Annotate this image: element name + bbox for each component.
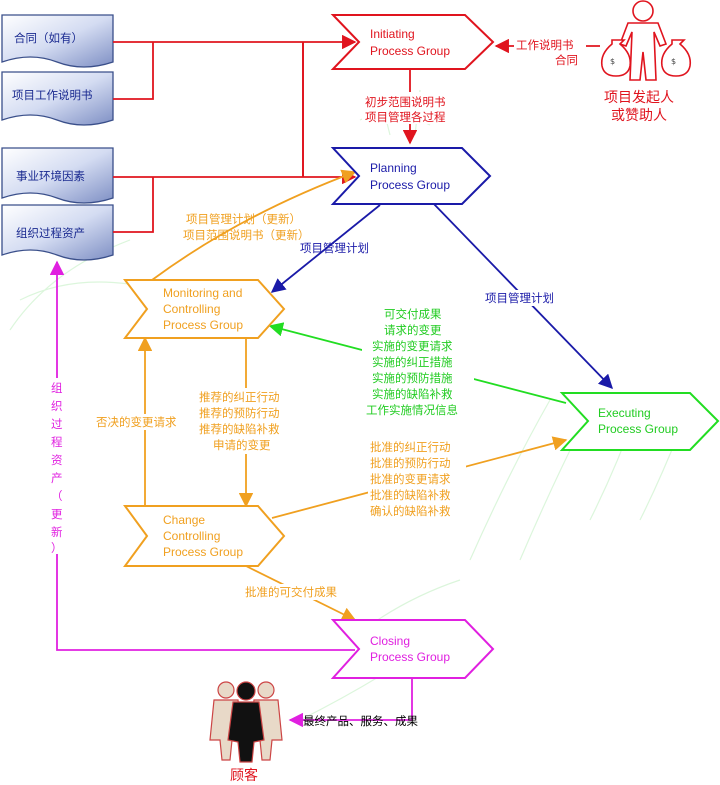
- svg-text:项目管理计划: 项目管理计划: [300, 241, 369, 255]
- doc-opa: 组织过程资产: [1, 204, 114, 261]
- label-planning-to-executing: 项目管理计划: [482, 290, 566, 306]
- svg-text:申请的变更: 申请的变更: [213, 438, 271, 452]
- executing-process-group: Executing Process Group: [559, 392, 720, 451]
- svg-text:工作实施情况信息: 工作实施情况信息: [366, 403, 458, 417]
- label-initiating-to-planning: 初步范围说明书 项目管理各过程: [362, 92, 462, 124]
- monitoring-process-group: Monitoring and Controlling Process Group: [122, 279, 286, 339]
- executing-title: Executing: [598, 406, 651, 420]
- change-process-group: Change Controlling Process Group: [123, 505, 286, 567]
- initiating-subtitle: Process Group: [370, 44, 450, 58]
- closing-title: Closing: [370, 634, 410, 648]
- svg-text:最终产品、服务、成果: 最终产品、服务、成果: [303, 714, 418, 728]
- change-title-3: Process Group: [163, 545, 243, 559]
- svg-text:批准的可交付成果: 批准的可交付成果: [245, 585, 337, 599]
- label-planning-to-monitoring: 项目管理计划: [300, 241, 369, 255]
- sponsor-icon: [600, 0, 692, 81]
- doc-eef-label: 事业环境因素: [16, 169, 85, 183]
- label-monitoring-to-change: 推荐的纠正行动 推荐的预防行动 推荐的缺陷补救 申请的变更: [196, 388, 296, 454]
- change-title-1: Change: [163, 513, 205, 527]
- sponsor-label-1: 项目发起人: [604, 90, 674, 106]
- doc-opa-label: 组织过程资产: [16, 226, 85, 240]
- money-bag-left-symbol: $: [610, 57, 615, 66]
- initiating-process-group: Initiating Process Group: [330, 14, 495, 70]
- svg-text:（: （: [51, 489, 63, 503]
- sponsor-label-2: 或赞助人: [611, 108, 667, 124]
- label-sponsor-to-initiating: 工作说明书 合同: [514, 35, 586, 67]
- svg-text:批准的预防行动: 批准的预防行动: [370, 456, 451, 470]
- svg-text:项目管理计划: 项目管理计划: [485, 291, 554, 305]
- svg-text:合同: 合同: [555, 53, 578, 67]
- monitoring-title-1: Monitoring and: [163, 286, 242, 300]
- svg-text:初步范围说明书: 初步范围说明书: [365, 95, 446, 109]
- svg-text:资: 资: [51, 453, 63, 467]
- doc-contract-label: 合同（如有）: [14, 31, 83, 45]
- doc-contract: 合同（如有）: [1, 14, 114, 68]
- input-connectors: [113, 34, 600, 233]
- label-change-to-closing: 批准的可交付成果: [242, 584, 354, 600]
- svg-text:项目管理各过程: 项目管理各过程: [365, 110, 446, 124]
- label-change-to-executing: 批准的纠正行动 批准的预防行动 批准的变更请求 批准的缺陷补救 确认的缺陷补救: [368, 438, 466, 520]
- svg-text:更: 更: [51, 507, 63, 521]
- svg-text:实施的纠正措施: 实施的纠正措施: [372, 355, 453, 369]
- initiating-title: Initiating: [370, 27, 415, 41]
- svg-text:请求的变更: 请求的变更: [384, 323, 442, 337]
- svg-text:项目范围说明书（更新）: 项目范围说明书（更新）: [183, 228, 310, 242]
- svg-text:项目管理计划（更新）: 项目管理计划（更新）: [186, 212, 301, 226]
- svg-text:程: 程: [51, 435, 63, 449]
- svg-text:织: 织: [51, 399, 63, 413]
- svg-text:工作说明书: 工作说明书: [516, 38, 574, 52]
- svg-text:实施的预防措施: 实施的预防措施: [372, 371, 453, 385]
- doc-sow: 项目工作说明书: [1, 71, 114, 126]
- label-executing-to-monitoring: 可交付成果 请求的变更 实施的变更请求 实施的纠正措施 实施的预防措施 实施的缺…: [362, 305, 474, 421]
- svg-text:实施的变更请求: 实施的变更请求: [372, 339, 453, 353]
- label-closing-to-customer: 最终产品、服务、成果: [303, 714, 418, 728]
- customer-icon: [209, 681, 283, 763]
- planning-process-group: Planning Process Group: [330, 147, 492, 205]
- executing-subtitle: Process Group: [598, 422, 678, 436]
- change-title-2: Controlling: [163, 529, 220, 543]
- svg-text:组: 组: [51, 381, 63, 395]
- svg-text:新: 新: [51, 525, 63, 539]
- svg-text:可交付成果: 可交付成果: [384, 307, 442, 321]
- money-bag-right-symbol: $: [671, 57, 676, 66]
- svg-text:推荐的纠正行动: 推荐的纠正行动: [199, 390, 280, 404]
- doc-eef: 事业环境因素: [1, 147, 114, 204]
- svg-text:批准的变更请求: 批准的变更请求: [370, 472, 451, 486]
- svg-text:推荐的缺陷补救: 推荐的缺陷补救: [199, 422, 280, 436]
- svg-text:产: 产: [51, 471, 63, 485]
- doc-sow-label: 项目工作说明书: [12, 88, 93, 102]
- monitoring-title-2: Controlling: [163, 302, 220, 316]
- customer-label: 顾客: [230, 767, 258, 784]
- svg-text:推荐的预防行动: 推荐的预防行动: [199, 406, 280, 420]
- svg-text:实施的缺陷补救: 实施的缺陷补救: [372, 387, 453, 401]
- planning-subtitle: Process Group: [370, 178, 450, 192]
- svg-text:）: ）: [51, 541, 63, 555]
- closing-subtitle: Process Group: [370, 650, 450, 664]
- closing-process-group: Closing Process Group: [330, 619, 495, 679]
- svg-text:过: 过: [51, 417, 63, 431]
- svg-text:批准的纠正行动: 批准的纠正行动: [370, 440, 451, 454]
- label-change-to-monitoring: 否决的变更请求: [94, 414, 194, 430]
- label-closing-to-opa: 组 织 过 程 资 产 （ 更 新 ）: [48, 378, 68, 555]
- svg-text:否决的变更请求: 否决的变更请求: [96, 415, 177, 429]
- label-monitoring-to-planning: 项目管理计划（更新） 项目范围说明书（更新）: [183, 212, 310, 242]
- planning-title: Planning: [370, 161, 417, 175]
- svg-text:批准的缺陷补救: 批准的缺陷补救: [370, 488, 451, 502]
- monitoring-title-3: Process Group: [163, 318, 243, 332]
- svg-text:确认的缺陷补救: 确认的缺陷补救: [370, 504, 451, 518]
